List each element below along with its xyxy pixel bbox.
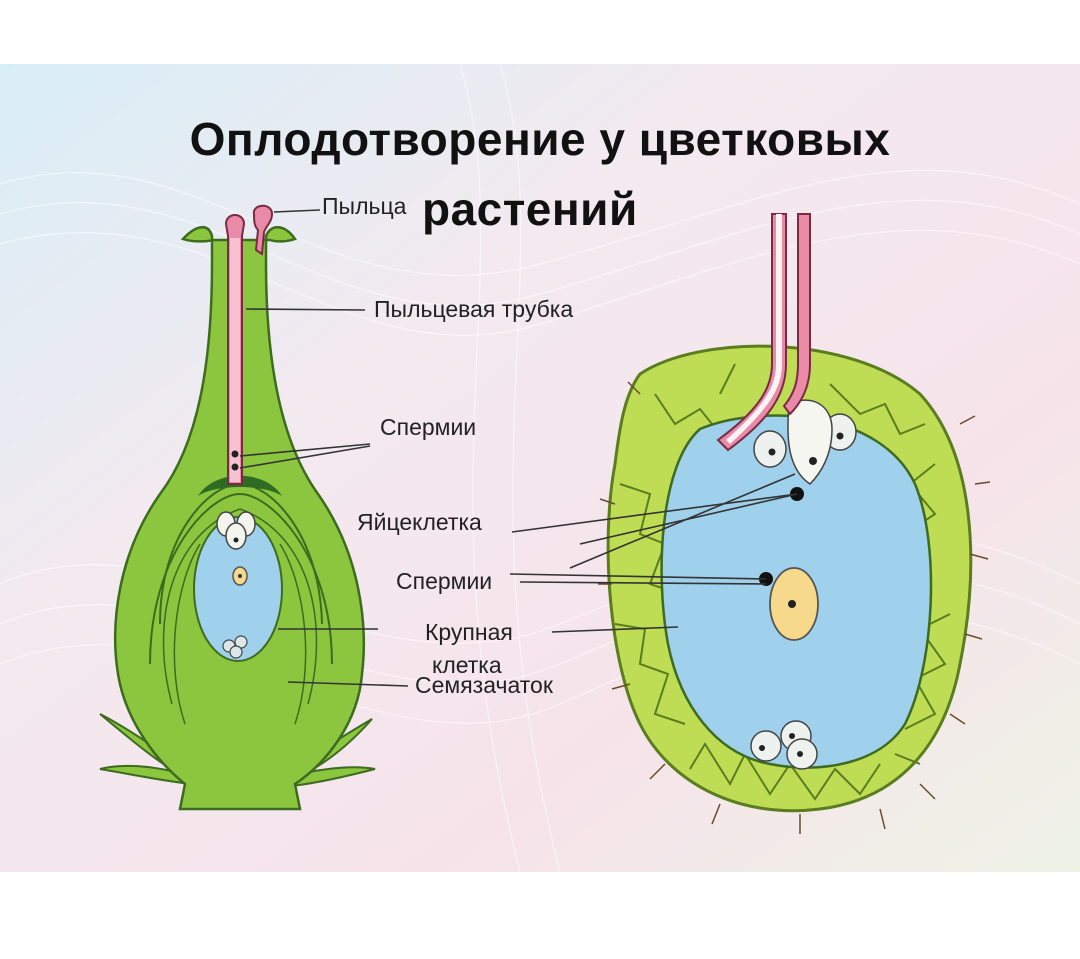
label-pollen: Пыльца [322,193,407,219]
label-sperm-right: Спермии [396,568,493,594]
pistil [99,204,376,811]
label-pollen-tube: Пыльцевая трубка [374,296,574,322]
label-ovule: Семязачаток [415,672,553,698]
label-large-cell-line-2: клетка [432,652,502,678]
label-egg-cell: Яйцеклетка [357,509,482,535]
slide: Оплодотворение у цветковых растений Пыль… [0,64,1080,872]
label-sperm-left: Спермии [380,414,477,440]
ovule-detail [598,213,991,834]
label-large-cell: Крупная [425,619,513,645]
diagram-art [99,204,991,834]
page-title: Оплодотворение у цветковых [189,113,891,165]
page-title-line-2: растений [422,183,638,235]
leader-lines [239,209,798,687]
